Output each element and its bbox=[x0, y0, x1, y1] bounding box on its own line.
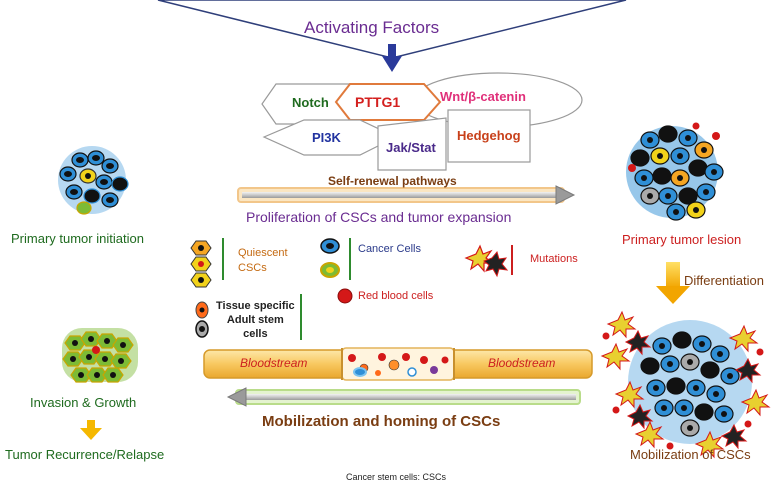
tissue-specific-label: Tissue specific Adult stem cells bbox=[216, 300, 295, 340]
invasion-growth-cluster bbox=[62, 328, 138, 383]
mobilization-csc-label: Mobilization of CSCs bbox=[630, 447, 751, 462]
differentiation-label: Differentiation bbox=[684, 273, 764, 288]
mutation-icon bbox=[464, 244, 509, 278]
notch-label: Notch bbox=[292, 95, 329, 110]
cancer-cell-icon bbox=[320, 238, 340, 278]
red-blood-cells-label: Red blood cells bbox=[358, 290, 434, 302]
pi3k-label: PI3K bbox=[312, 130, 341, 145]
invasion-growth-label: Invasion & Growth bbox=[30, 395, 137, 410]
bloodstream-left-label: Bloodstream bbox=[240, 356, 308, 370]
mobilization-arrow bbox=[226, 387, 581, 407]
tumor-recurrence-label: Tumor Recurrence/Relapse bbox=[5, 447, 165, 462]
mutations-label: Mutations bbox=[530, 253, 578, 265]
hedgehog-label: Hedgehog bbox=[457, 128, 521, 143]
tissue-stem-cell-icon bbox=[195, 301, 209, 338]
differentiation-down-arrow bbox=[656, 262, 690, 304]
activating-factors-triangle bbox=[157, 0, 627, 59]
activating-factors-label: Activating Factors bbox=[304, 18, 440, 37]
self-renewal-arrow bbox=[237, 185, 576, 205]
primary-tumor-lesion-label: Primary tumor lesion bbox=[622, 232, 742, 247]
red-blood-cell-icon bbox=[337, 288, 353, 304]
quiescent-label: Quiescent CSCs bbox=[238, 247, 288, 274]
bloodstream-right-label: Bloodstream bbox=[488, 356, 556, 370]
cancer-cells-label: Cancer Cells bbox=[358, 243, 421, 255]
primary-tumor-lesion-cluster bbox=[626, 122, 724, 221]
mobilization-homing-label: Mobilization and homing of CSCs bbox=[262, 413, 501, 430]
footer-note: Cancer stem cells: CSCs bbox=[346, 472, 447, 482]
jak-stat-label: Jak/Stat bbox=[386, 140, 436, 155]
jak-stat-shape bbox=[377, 117, 447, 171]
primary-tumor-initiation-label: Primary tumor initiation bbox=[11, 231, 144, 246]
wnt-label: Wnt/β-catenin bbox=[440, 89, 526, 104]
primary-tumor-initiation-cluster bbox=[58, 146, 129, 215]
mobilization-cluster bbox=[600, 310, 771, 459]
pttg1-label: PTTG1 bbox=[355, 94, 401, 110]
hedgehog-box bbox=[447, 109, 531, 163]
quiescent-csc-icon bbox=[190, 240, 212, 288]
bloodstream-cells bbox=[348, 353, 449, 377]
self-renewal-label: Self-renewal pathways bbox=[328, 174, 457, 188]
down-arrow-icon bbox=[382, 44, 402, 72]
proliferation-label: Proliferation of CSCs and tumor expansio… bbox=[246, 209, 512, 225]
recurrence-down-arrow bbox=[80, 420, 102, 440]
